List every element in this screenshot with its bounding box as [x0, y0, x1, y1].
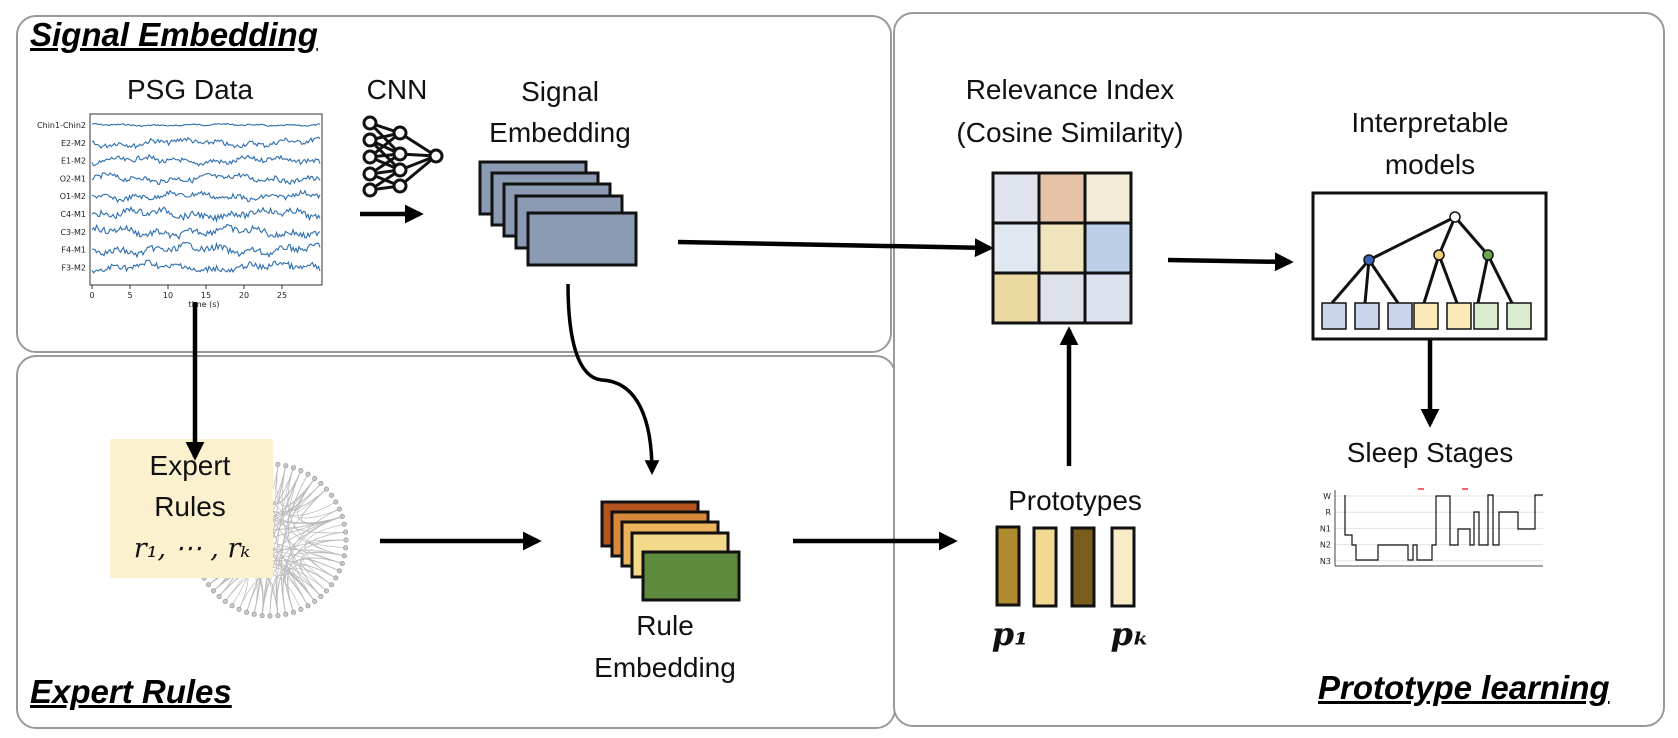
label-signal-embedding-2: Embedding — [489, 117, 631, 148]
panel-title-signal-embedding: Signal Embedding — [30, 16, 318, 53]
psg-xtick-label: 15 — [201, 291, 211, 300]
label-cnn: CNN — [366, 74, 428, 105]
label-expert: Expert — [149, 450, 231, 481]
tree-leaf — [1506, 302, 1532, 330]
expert-rules-box — [110, 439, 273, 578]
label-cosine-similarity: (Cosine Similarity) — [956, 117, 1184, 148]
psg-channel-label: E1-M2 — [61, 157, 86, 166]
psg-plot: Chin1-Chin2E2-M2E1-M2O2-M1O1-M2C4-M1C3-M… — [37, 113, 323, 309]
hypnogram-stage-label: N2 — [1320, 541, 1331, 550]
tree-leaf — [1321, 302, 1347, 330]
label-rule: Rule — [636, 610, 694, 641]
psg-xaxis-label: time (s) — [188, 300, 219, 309]
relevance-cell — [991, 221, 1041, 275]
psg-xtick-label: 25 — [277, 291, 287, 300]
panel-title-expert-rules: Expert Rules — [30, 673, 232, 710]
panel-title-prototype-learning: Prototype learning — [1318, 669, 1610, 706]
label-signal-embedding-1: Signal — [521, 76, 599, 107]
psg-xtick-label: 20 — [239, 291, 249, 300]
relevance-grid — [991, 171, 1133, 325]
label-rules-math: r₁, ⋯ , rₖ — [133, 533, 251, 564]
psg-xtick-label: 5 — [127, 291, 132, 300]
rule-embedding-stack — [600, 500, 741, 602]
psg-trace — [91, 205, 321, 223]
psg-trace — [91, 153, 321, 167]
psg-channel-label: O2-M1 — [60, 174, 86, 183]
cnn-icon — [362, 115, 444, 198]
hypnogram-stage-label: R — [1325, 508, 1331, 517]
prototype-learning-panel — [893, 12, 1665, 727]
signal-embedding-stack — [478, 160, 638, 267]
tree-leaf — [1354, 302, 1380, 330]
psg-channel-label: F4-M1 — [61, 246, 86, 255]
arrows — [185, 204, 1440, 551]
hypnogram-stage-label: W — [1323, 492, 1331, 501]
arrow-signal-to-ruleemb — [566, 283, 660, 475]
psg-trace — [91, 259, 321, 274]
relevance-cell — [1083, 221, 1133, 275]
psg-xtick-label: 10 — [163, 291, 173, 300]
decision-tree — [1311, 191, 1548, 341]
hypnogram-stage-label: N3 — [1320, 557, 1331, 566]
psg-trace — [91, 241, 321, 259]
psg-trace — [91, 122, 320, 128]
relevance-cell — [1037, 221, 1087, 275]
arrow-grid-to-tree — [1167, 252, 1294, 272]
relevance-cell — [1037, 271, 1087, 325]
tree-leaf — [1387, 302, 1413, 330]
label-models: models — [1384, 149, 1476, 180]
psg-channel-label: Chin1-Chin2 — [37, 121, 86, 130]
psg-channel-label: O1-M2 — [60, 192, 86, 201]
relevance-cell — [991, 171, 1041, 225]
psg-trace — [91, 172, 321, 186]
psg-channel-label: C3-M2 — [60, 228, 86, 237]
relevance-cell — [1083, 271, 1133, 325]
psg-channel-label: E2-M2 — [61, 139, 86, 148]
label-rules: Rules — [154, 491, 226, 522]
psg-channel-label: C4-M1 — [60, 210, 86, 219]
label-prototypes: Prototypes — [1008, 485, 1142, 516]
tree-leaf — [1413, 302, 1439, 330]
psg-trace — [91, 189, 321, 204]
relevance-cell — [1083, 171, 1133, 225]
label-interpretable: Interpretable — [1351, 107, 1509, 138]
tree-leaf — [1446, 302, 1472, 330]
label-relevance-index: Relevance Index — [965, 74, 1175, 105]
label-psg-data: PSG Data — [126, 74, 254, 105]
prototype-bars — [995, 525, 1136, 608]
label-rule-embedding: Embedding — [594, 652, 736, 683]
relevance-cell — [991, 271, 1041, 325]
relevance-cell — [1037, 171, 1087, 225]
tree-leaf — [1473, 302, 1499, 330]
psg-trace — [91, 136, 321, 150]
label-p1: p₁ — [991, 615, 1029, 653]
psg-xtick-label: 0 — [89, 291, 94, 300]
label-pk: pₖ — [1110, 615, 1150, 653]
arrow-signal-to-grid — [677, 238, 994, 258]
hypnogram-stage-label: N1 — [1320, 524, 1331, 533]
label-sleep-stages: Sleep Stages — [1346, 437, 1514, 468]
psg-channel-label: F3-M2 — [61, 263, 86, 272]
psg-trace — [91, 223, 321, 241]
